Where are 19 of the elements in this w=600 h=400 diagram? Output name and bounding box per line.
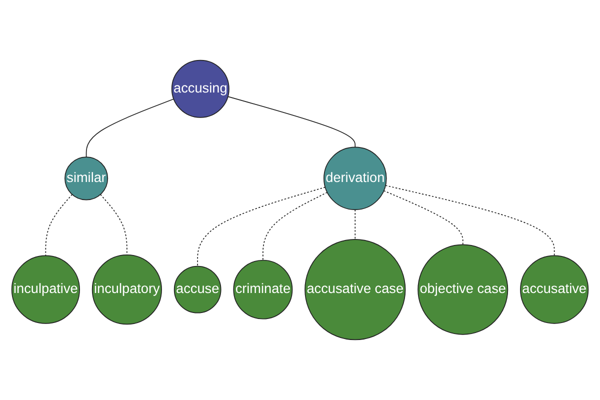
connector	[100, 194, 128, 256]
node-circle: accusing	[171, 60, 230, 118]
node-circle: inculpative	[11, 255, 80, 324]
connector	[197, 186, 326, 267]
connector	[227, 96, 356, 148]
node-circle: accusative	[520, 255, 589, 324]
node-circle: inculpatory	[92, 254, 162, 325]
node-circle: accuse	[174, 266, 222, 314]
node-circle: similar	[64, 156, 108, 200]
node-circle: objective case	[418, 244, 508, 335]
node-circle: derivation	[324, 146, 387, 210]
node-circle: accusative case	[304, 239, 406, 340]
connector	[354, 209, 356, 240]
connector	[385, 185, 555, 256]
connector	[45, 194, 73, 256]
connector	[383, 190, 464, 246]
connector	[86, 98, 174, 158]
connector	[262, 192, 328, 261]
node-circle: criminate	[233, 260, 293, 320]
